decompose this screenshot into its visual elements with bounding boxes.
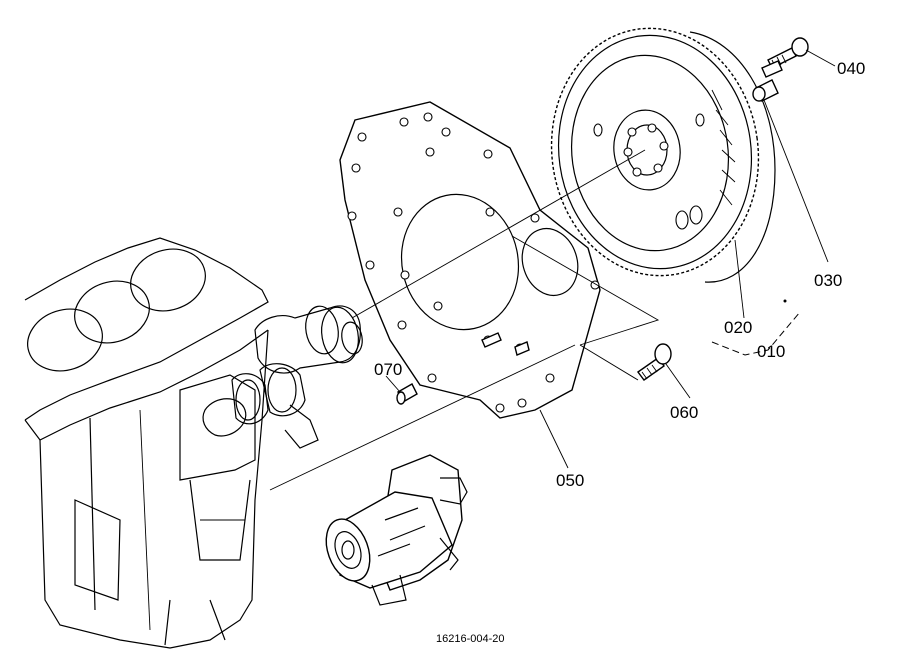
label-050: 050: [556, 471, 584, 490]
flywheel-spacer: [752, 60, 783, 102]
label-040: 040: [837, 59, 865, 78]
flywheel: [550, 27, 776, 283]
leader-lines: [269, 49, 836, 491]
label-030: 030: [814, 271, 842, 290]
dowel-pin: [396, 383, 418, 405]
engine-block: [24, 237, 363, 649]
figure-number: 16216-004-20: [436, 633, 505, 645]
label-070: 070: [374, 360, 402, 379]
label-020: 020: [724, 318, 752, 337]
label-060: 060: [670, 403, 698, 422]
starter-motor: [325, 454, 468, 606]
housing-bolt: [637, 343, 672, 381]
label-010: 010: [757, 342, 785, 361]
flywheel-bolt: [767, 37, 809, 69]
